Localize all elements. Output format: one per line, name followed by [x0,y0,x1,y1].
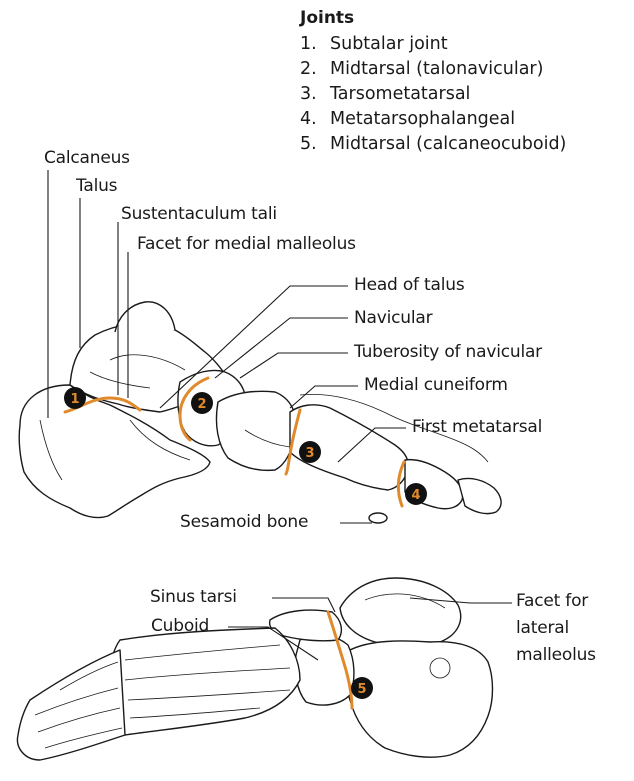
joint-badge: 1 [64,387,86,409]
calcaneus-lateral-bone [346,641,493,757]
label-first-metatarsal: First metatarsal [412,419,542,436]
sesamoid-bone [369,513,387,523]
label-sesamoid-bone: Sesamoid bone [180,514,308,531]
label-cuboid: Cuboid [151,618,209,635]
hallux-phalanx-distal [458,478,501,513]
label-sinus-tarsi: Sinus tarsi [150,589,237,606]
label-head-of-talus: Head of talus [354,277,464,294]
joint-badge: 2 [191,392,213,414]
label-facet-lateral-malleolus-line3: malleolus [516,647,596,664]
joint-badge-number: 4 [411,488,420,503]
talus-dome [115,302,175,332]
joint-badge-number: 1 [70,392,79,407]
metatarsals-lateral [107,628,300,735]
joint-badge-number: 5 [357,682,366,697]
joint-badge-number: 3 [305,446,314,461]
medial-cuneiform-bone [216,391,296,470]
label-facet-medial-malleolus: Facet for medial malleolus [137,236,356,253]
medial-view-foot [19,302,501,523]
joint-badge: 5 [351,677,373,699]
label-navicular: Navicular [354,310,432,327]
label-facet-lateral-malleolus-line2: lateral [516,620,569,637]
label-facet-lateral-malleolus-line1: Facet for [516,593,588,610]
lateral-view-foot [17,578,492,760]
joint-badge: 3 [299,441,321,463]
label-medial-cuneiform: Medial cuneiform [364,377,508,394]
label-sustentaculum-tali: Sustentaculum tali [121,206,277,223]
talus-lateral-bone [340,578,461,647]
label-talus: Talus [76,178,117,195]
phalanges-lateral [17,650,125,760]
joint-badge-number: 2 [197,397,206,412]
label-tuberosity-navicular: Tuberosity of navicular [354,344,542,361]
label-calcaneus: Calcaneus [44,150,130,167]
joint-badge: 4 [405,483,427,505]
